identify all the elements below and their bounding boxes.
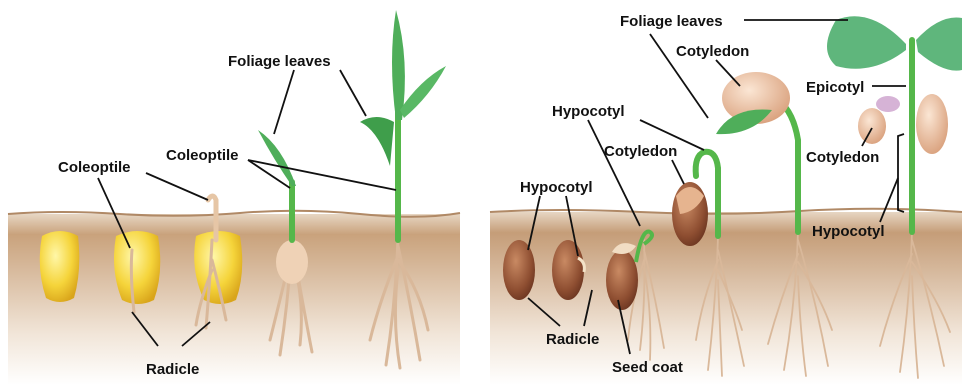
label-foliage-leaves-right: Foliage leaves [620, 13, 723, 30]
bean-seed-3 [606, 250, 638, 310]
hypocotyl-bracket [898, 134, 904, 212]
bean-cotyledon-6b [858, 108, 886, 144]
label-hypocotyl-top: Hypocotyl [552, 103, 625, 120]
bean-seed-1 [503, 240, 535, 300]
corn-leaf-5b [400, 66, 446, 118]
label-radicle-left: Radicle [146, 361, 199, 378]
label-radicle-right: Radicle [546, 331, 599, 348]
corn-leaf-4 [258, 130, 296, 186]
corn-leaf-5a [392, 10, 405, 120]
bean-leaf-6b [916, 17, 962, 70]
label-foliage-leaves-left: Foliage leaves [228, 53, 331, 70]
leader-foliage-left-2 [340, 70, 366, 116]
corn-leaf-5c [360, 117, 394, 166]
bean-cotyledon-6a [916, 94, 948, 154]
corn-kernel-3 [194, 231, 242, 304]
bean-seed-2 [552, 240, 584, 300]
corn-kernel-2 [114, 231, 160, 304]
leader-foliage-left-1 [274, 70, 294, 134]
label-epicotyl: Epicotyl [806, 79, 864, 96]
corn-kernel-1 [40, 231, 80, 302]
label-cotyledon-right: Cotyledon [806, 149, 879, 166]
leader-cotyledon-mid [672, 160, 684, 184]
label-coleoptile-1: Coleoptile [58, 159, 131, 176]
soil-right [490, 212, 962, 385]
leader-cotyledon-top [716, 60, 740, 86]
label-hypocotyl-left: Hypocotyl [520, 179, 593, 196]
bean-cotyledon-6c [876, 96, 900, 112]
label-seed-coat: Seed coat [612, 359, 683, 376]
label-hypocotyl-right: Hypocotyl [812, 223, 885, 240]
label-cotyledon-mid: Cotyledon [604, 143, 677, 160]
label-cotyledon-top: Cotyledon [676, 43, 749, 60]
leader-coleoptile-1 [146, 173, 208, 200]
corn-seed-4 [276, 240, 308, 284]
label-coleoptile-2: Coleoptile [166, 147, 239, 164]
bean-leaf-6a [827, 16, 906, 69]
